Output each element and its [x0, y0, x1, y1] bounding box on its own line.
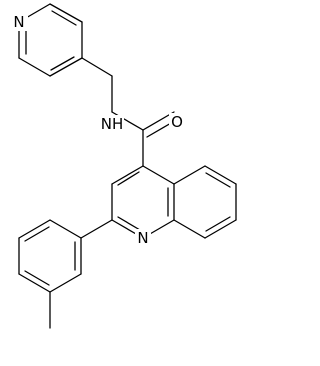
bond [18, 273, 51, 293]
bond [18, 57, 51, 77]
double-bond [24, 270, 50, 286]
amide-nitrogen: NH [100, 115, 124, 133]
quinoline-benzo-ring [173, 165, 237, 239]
double-bond [117, 171, 140, 186]
double-bond [205, 216, 231, 232]
bond [49, 57, 83, 77]
pyridine-ring [18, 3, 83, 77]
quinoline-pyridine-ring [111, 165, 175, 239]
bond [49, 3, 83, 23]
double-bond [50, 56, 75, 71]
linker [81, 57, 179, 167]
label-background [100, 115, 124, 133]
double-bond [117, 216, 141, 231]
double-bond [205, 172, 231, 188]
bond [80, 219, 113, 239]
quinoline-nitrogen: N [135, 229, 151, 247]
tolyl-ring [18, 219, 113, 329]
molecule-structure-diagram: N NH O N [12, 3, 237, 329]
bond [204, 165, 237, 185]
carbonyl-o-label: O [171, 113, 183, 131]
carbonyl-oxygen: O [169, 113, 185, 131]
bond [81, 57, 113, 77]
quinoline-n-label: N [137, 229, 148, 247]
pyridine-n-label: N [13, 13, 24, 31]
label-background [135, 229, 151, 247]
bond [18, 219, 51, 239]
bond [49, 273, 82, 293]
atom-labels: N NH O N [12, 13, 185, 247]
double-bond [24, 226, 50, 242]
label-background [169, 113, 185, 131]
bond [173, 219, 206, 239]
bond [49, 219, 82, 239]
double-bond [51, 10, 77, 26]
bond [142, 111, 175, 131]
pyridine-nitrogen: N [12, 13, 28, 31]
bond [173, 165, 206, 185]
label-background [12, 13, 28, 31]
amide-nh-label: NH [101, 115, 124, 133]
bond [111, 165, 144, 185]
bond [204, 219, 237, 239]
bond [142, 165, 175, 185]
